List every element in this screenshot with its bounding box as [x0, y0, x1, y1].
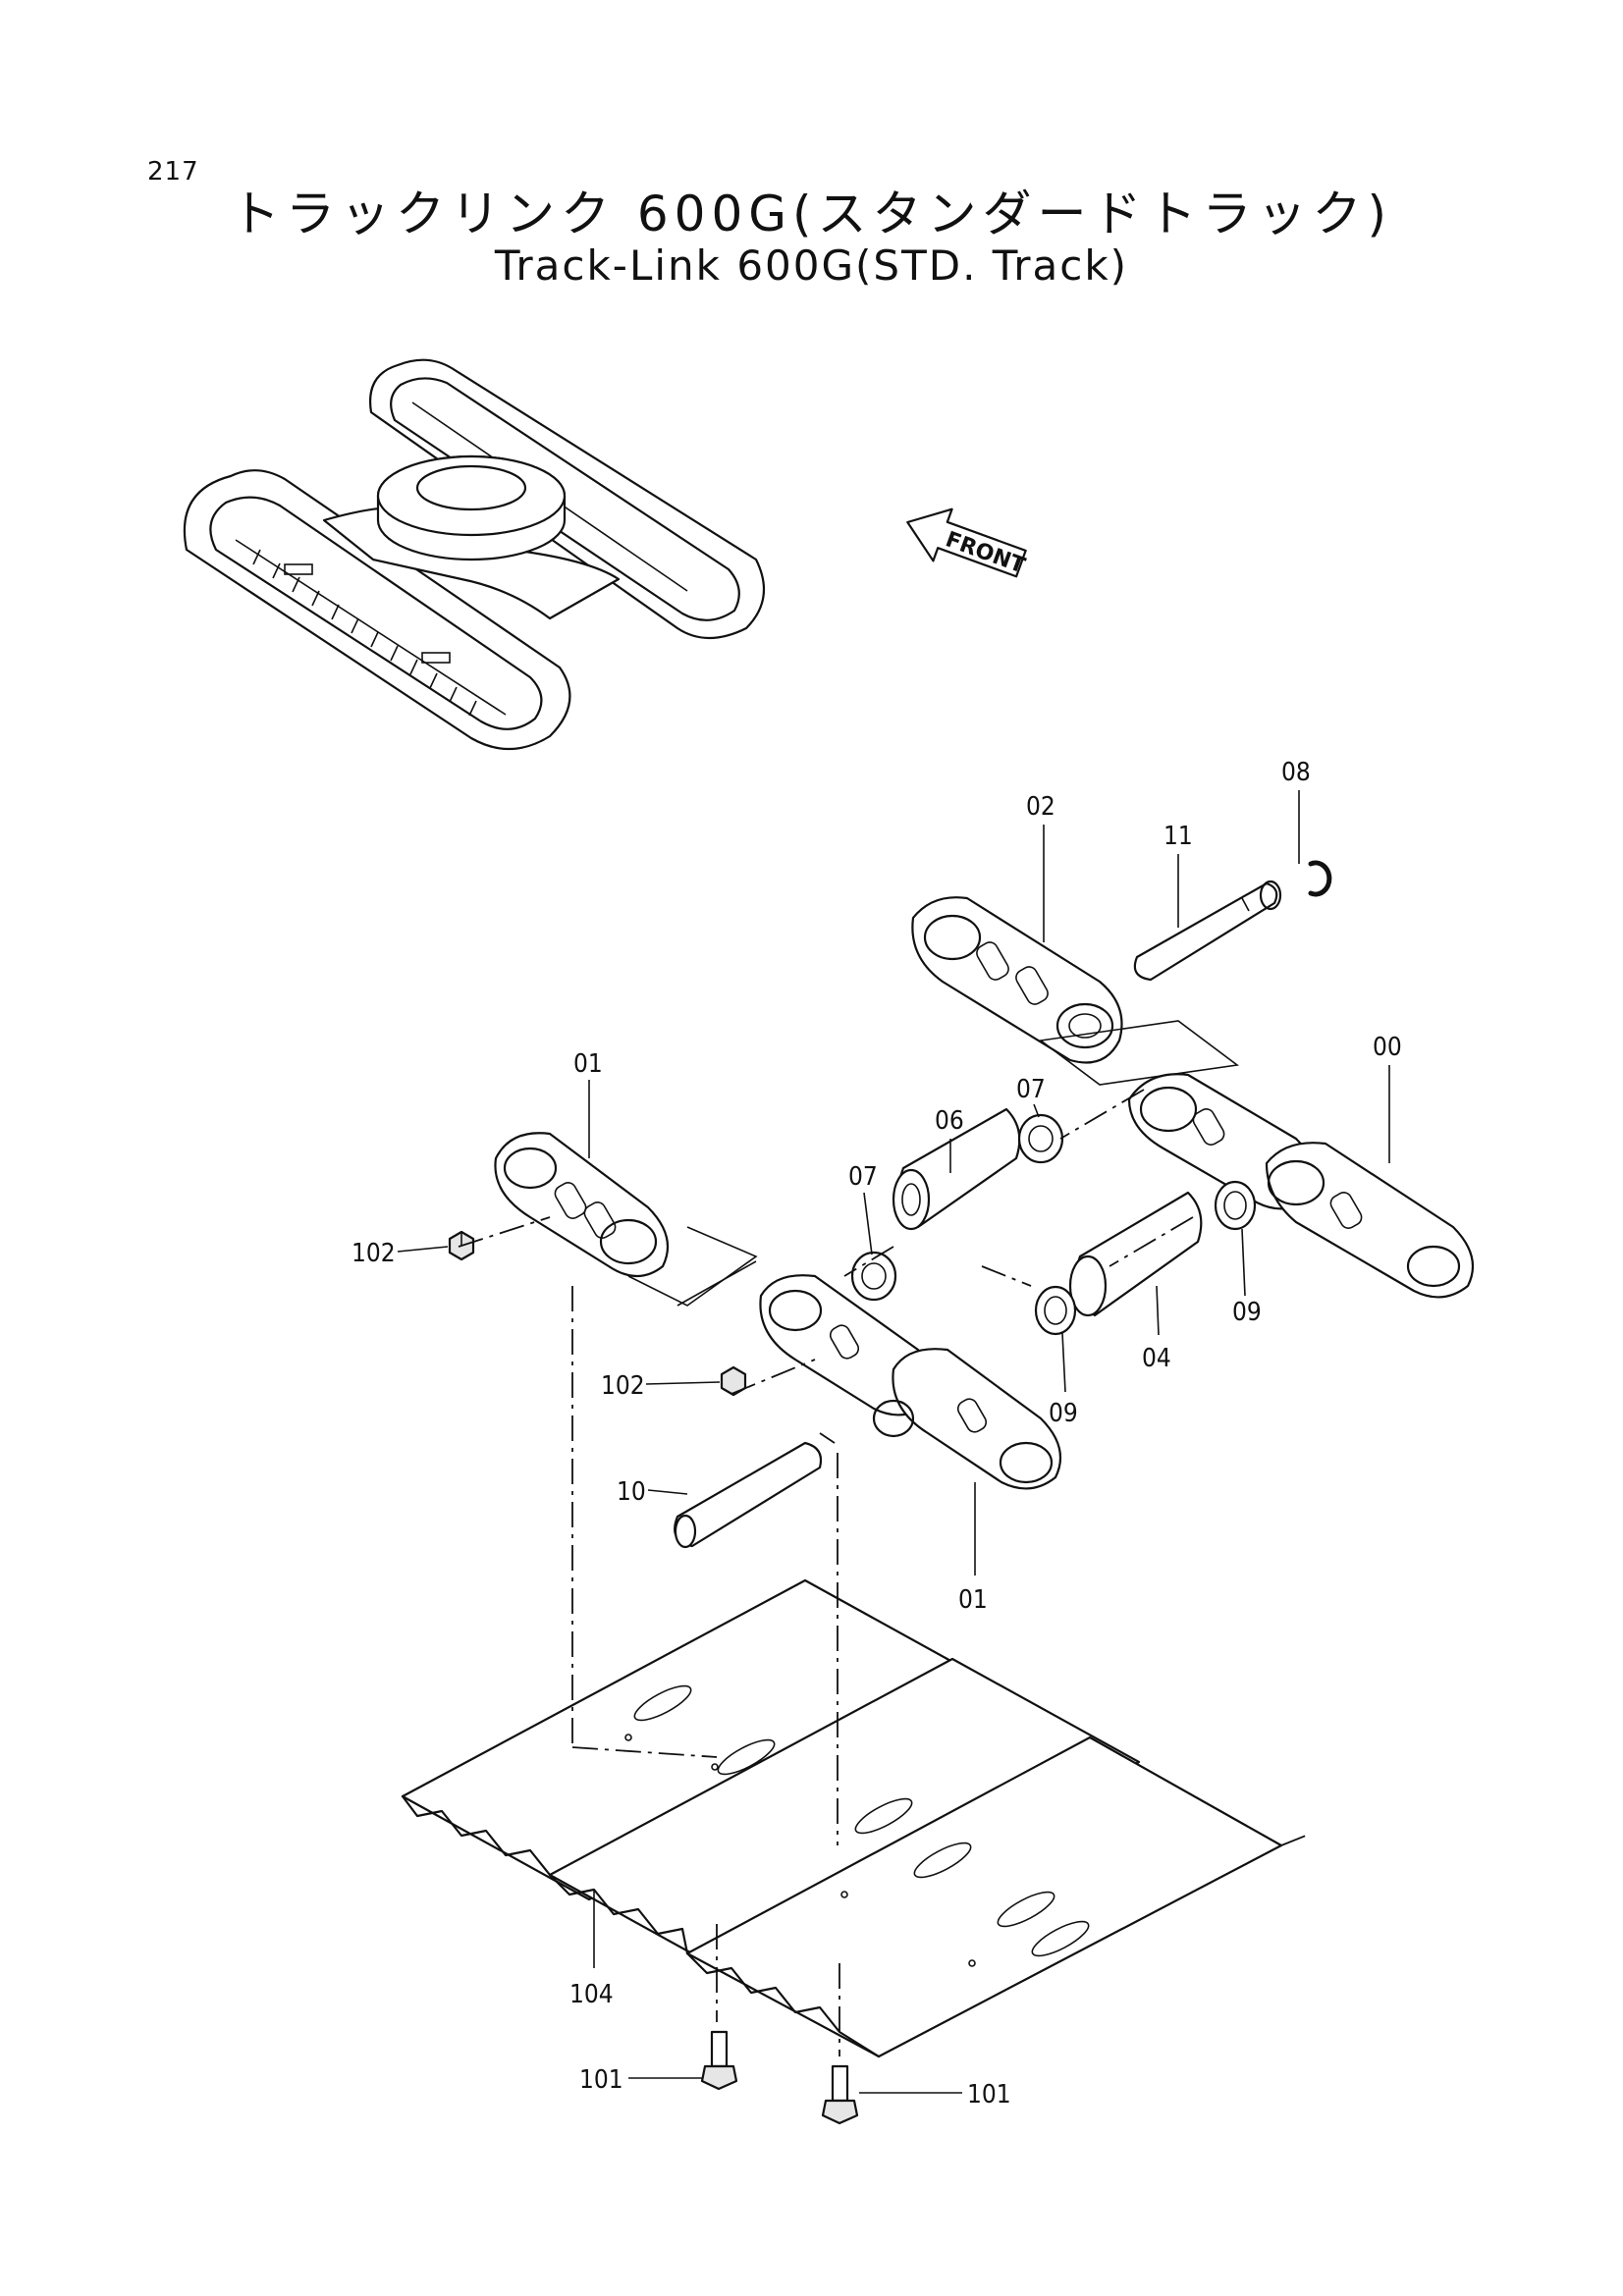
snap-ring-08 [1308, 860, 1332, 897]
callout-00: 00 [1373, 1033, 1402, 1062]
callout-07-lower: 07 [848, 1162, 878, 1192]
callout-leaders [397, 790, 1390, 2094]
callout-02: 02 [1026, 792, 1055, 822]
track-link-02 [911, 896, 1123, 1064]
page-number: 217 [147, 157, 199, 187]
callout-01-center: 01 [958, 1585, 988, 1615]
callout-09-lower: 09 [1049, 1399, 1078, 1428]
bolt-101-left [700, 2030, 738, 2091]
track-link-00 [1127, 1073, 1475, 1299]
seal-07-upper [1017, 1113, 1064, 1164]
track-pin-11 [1133, 880, 1282, 982]
callout-01-left: 01 [573, 1049, 603, 1079]
track-link-01-left [494, 1132, 670, 1278]
seal-07-lower [850, 1251, 897, 1302]
callout-101-left: 101 [579, 2065, 623, 2095]
callout-11: 11 [1163, 822, 1193, 851]
callout-104: 104 [569, 1980, 614, 2009]
bolt-101-right [821, 2064, 859, 2125]
callout-101-right: 101 [967, 2080, 1011, 2109]
title-english: Track-Link 600G(STD. Track) [494, 241, 1129, 290]
front-direction-arrow: FRONT [906, 507, 1028, 579]
track-link-01-center [759, 1274, 1062, 1490]
callout-07-upper: 07 [1016, 1075, 1046, 1104]
callout-09-upper: 09 [1232, 1298, 1262, 1327]
callout-10: 10 [617, 1477, 646, 1507]
phantom-guides [627, 1020, 1240, 1307]
undercarriage-overview [183, 358, 766, 751]
callout-04: 04 [1142, 1344, 1171, 1373]
track-shoes-104 [401, 1578, 1283, 2058]
callout-06: 06 [935, 1106, 964, 1136]
bushing-04 [1068, 1191, 1203, 1317]
crawler-track-front [183, 469, 571, 751]
nut-102-lower [720, 1365, 747, 1397]
callout-08: 08 [1281, 758, 1311, 787]
callout-102-lower: 102 [601, 1371, 645, 1401]
assembly-centerlines [458, 1089, 1307, 2056]
callout-102-upper: 102 [352, 1239, 396, 1268]
bushing-06 [892, 1107, 1021, 1231]
title-japanese: トラックリンク 600G(スタンダードトラック) [230, 186, 1393, 242]
track-pin-10 [674, 1441, 823, 1549]
swing-bearing [376, 454, 567, 561]
thrust-ring-09-lower [1034, 1285, 1077, 1336]
thrust-ring-09-upper [1214, 1180, 1257, 1231]
